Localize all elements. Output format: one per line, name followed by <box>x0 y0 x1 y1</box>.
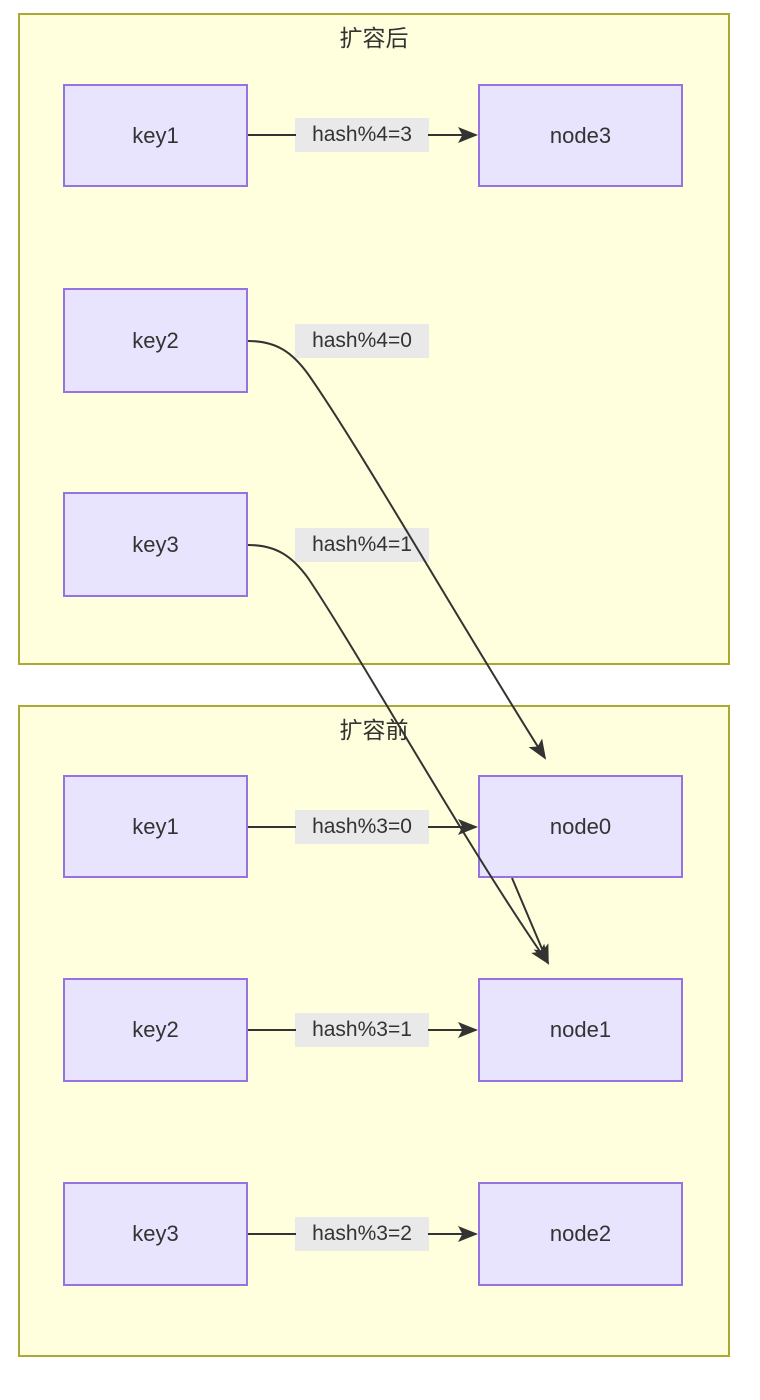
node-box-node0[interactable]: node0 <box>478 775 683 878</box>
key-box-key1-after[interactable]: key1 <box>63 84 248 187</box>
key-box-key1-before[interactable]: key1 <box>63 775 248 878</box>
key-box-key3-after[interactable]: key3 <box>63 492 248 597</box>
edge-label-key2-node1: hash%3=1 <box>295 1013 429 1047</box>
edge-label-key2-node0: hash%4=0 <box>295 324 429 358</box>
panel-after-title: 扩容后 <box>339 25 409 51</box>
edge-label-key1-node3: hash%4=3 <box>295 118 429 152</box>
key-box-key3-before[interactable]: key3 <box>63 1182 248 1286</box>
key-box-key2-after[interactable]: key2 <box>63 288 248 393</box>
node-box-node2[interactable]: node2 <box>478 1182 683 1286</box>
panel-before-title: 扩容前 <box>339 717 409 743</box>
key-box-key2-before[interactable]: key2 <box>63 978 248 1082</box>
edge-label-key1-node0: hash%3=0 <box>295 810 429 844</box>
node-box-node3[interactable]: node3 <box>478 84 683 187</box>
node-box-node1[interactable]: node1 <box>478 978 683 1082</box>
edge-label-key3-node1: hash%4=1 <box>295 528 429 562</box>
edge-label-key3-node2: hash%3=2 <box>295 1217 429 1251</box>
